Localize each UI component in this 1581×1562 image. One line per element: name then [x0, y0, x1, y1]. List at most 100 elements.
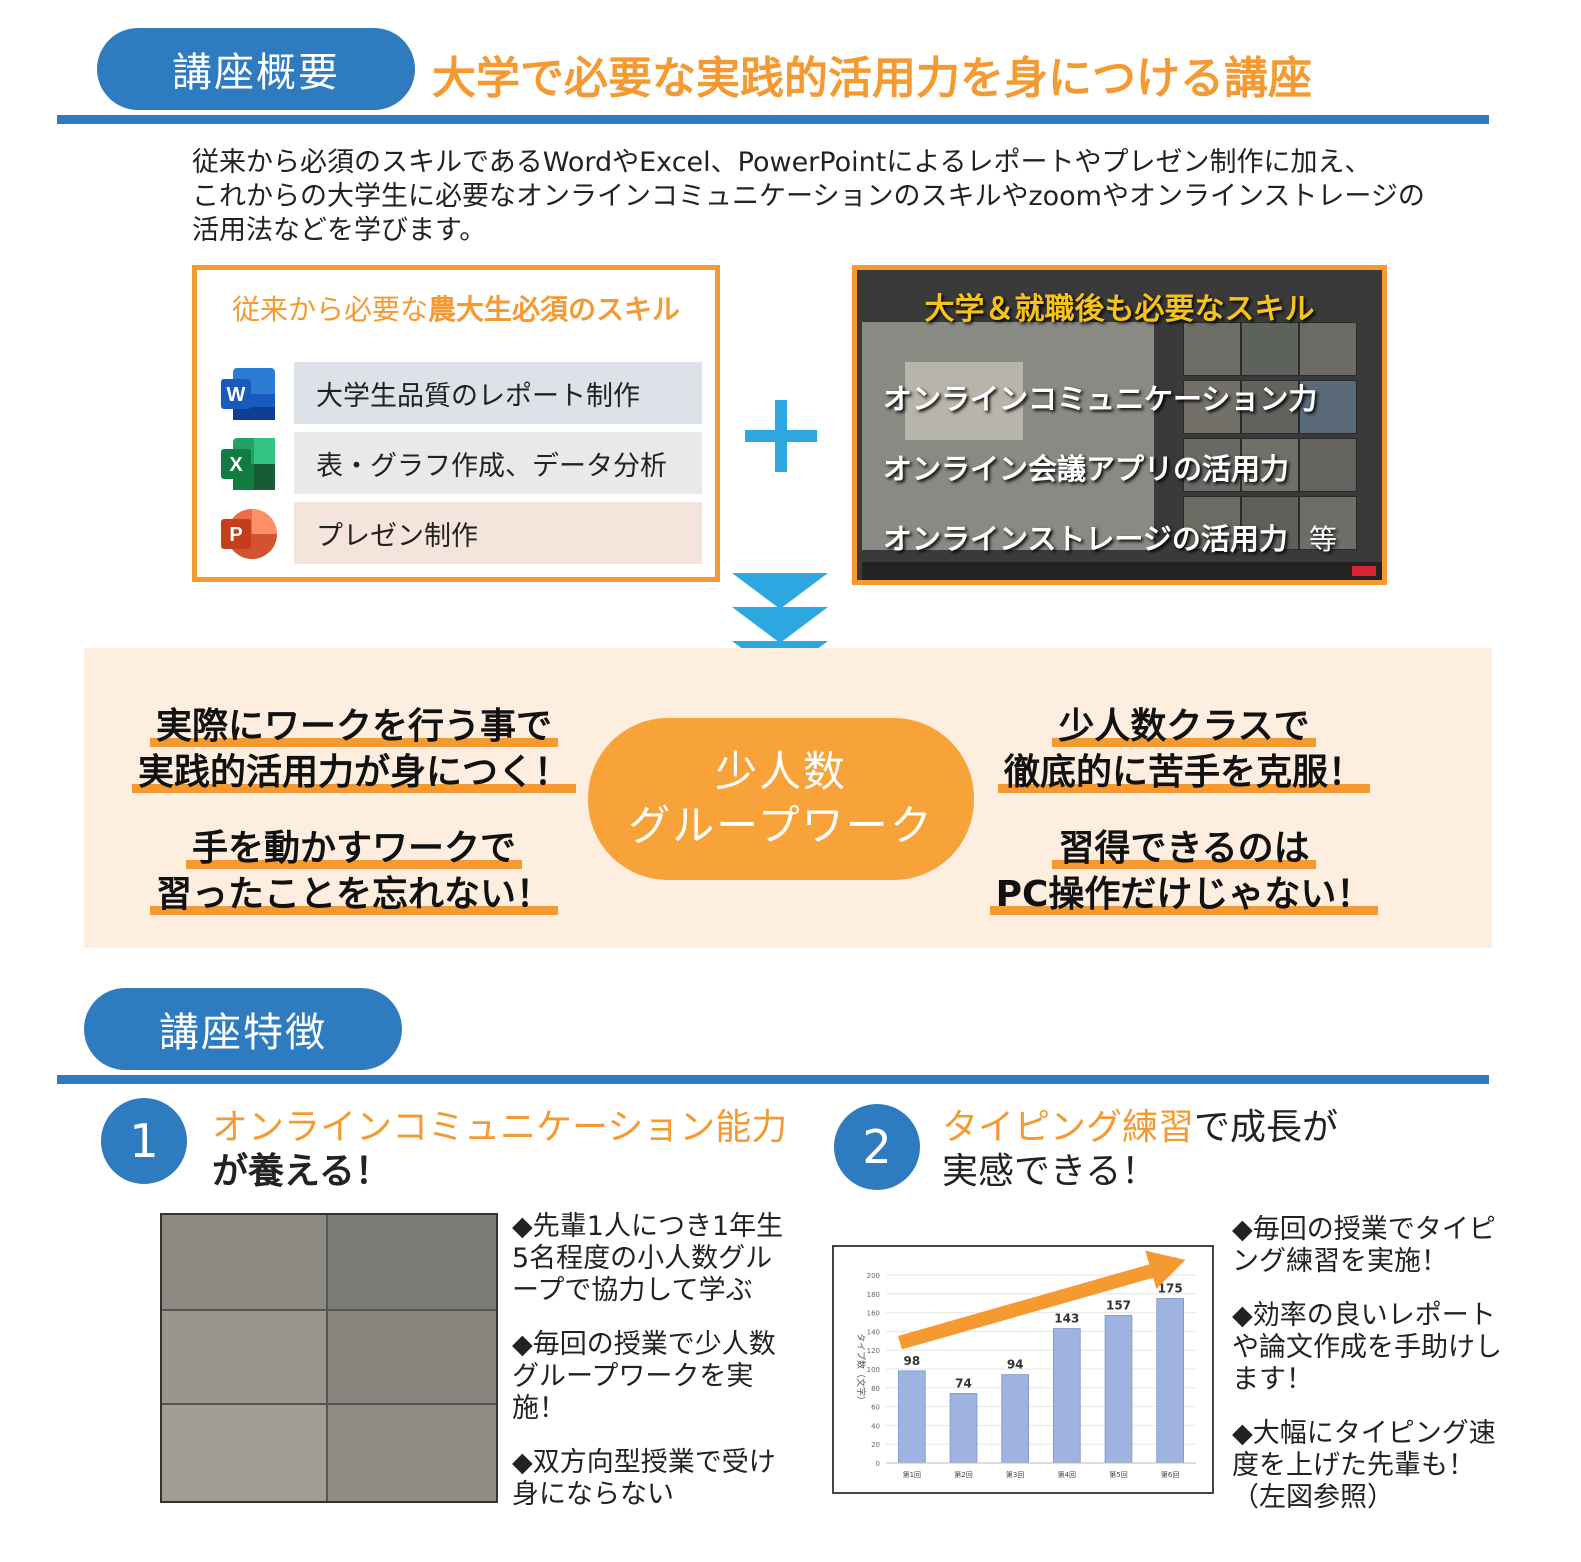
word-icon-letter: W [227, 384, 246, 406]
bar-value-label: 143 [1054, 1312, 1079, 1326]
video-tile [1241, 438, 1299, 492]
y-tick-label: 160 [867, 1310, 880, 1318]
intro-line-2: これからの大学生に必要なオンラインコミュニケーションのスキルやzoomやオンライ… [192, 181, 1425, 212]
participant-tile [328, 1405, 496, 1501]
participant-tile [328, 1311, 496, 1403]
participant-tile [162, 1405, 326, 1501]
x-tick-label: 第2回 [954, 1470, 972, 1479]
x-tick-label: 第1回 [903, 1470, 921, 1479]
skill-row-data: 表・グラフ作成、データ分析 [294, 432, 702, 494]
benefit-beyond-pc-line-2: PC操作だけじゃない！ [989, 874, 1379, 915]
excel-icon-letter: X [229, 454, 243, 476]
participant-tile [162, 1311, 326, 1403]
online-skill-communication: オンラインコミュニケーション力 [883, 382, 1318, 416]
y-tick-label: 140 [867, 1328, 880, 1336]
y-tick-label: 100 [867, 1366, 880, 1374]
video-tile [1299, 322, 1357, 376]
benefit-practical-line-2: 実践的活用力が身につく！ [131, 752, 576, 793]
features-divider [57, 1075, 1489, 1084]
benefit-hands-on-line-2: 習ったことを忘れない！ [149, 874, 558, 915]
overview-headline: 大学で必要な実践的活用力を身につける講座 [432, 53, 1312, 104]
y-tick-label: 20 [871, 1441, 880, 1449]
features-section-pill: 講座特徴 [84, 988, 402, 1070]
feature-2-title-orange: タイピング練習 [942, 1107, 1195, 1148]
video-tile [1241, 380, 1299, 434]
chart-bar [1001, 1374, 1030, 1464]
core-skills-title: 従来から必要な農大生必須のスキル [197, 288, 715, 328]
trend-arrow-head [1145, 1250, 1186, 1290]
benefit-practical-line-1: 実際にワークを行う事で [149, 706, 558, 747]
online-class-photo [160, 1213, 498, 1503]
skill-row-presentation: プレゼン制作 [294, 502, 702, 564]
video-tile [1183, 438, 1241, 492]
feature-2-title-plain: で成長が [1194, 1107, 1339, 1148]
y-tick-label: 60 [871, 1404, 880, 1412]
benefit-small-class-line-2: 徹底的に苦手を克服！ [997, 752, 1370, 793]
benefit-small-class-line-1: 少人数クラスで [1052, 706, 1316, 747]
overview-section-pill: 講座概要 [97, 28, 415, 110]
online-skill-storage: オンラインストレージの活用力 [883, 522, 1288, 556]
core-skills-title-bold: 農大生必須のスキル [428, 293, 681, 326]
video-tile [1299, 496, 1357, 550]
online-skills-box: 大学＆就職後も必要なスキル オンラインコミュニケーション力 オンライン会議アプリ… [852, 265, 1387, 585]
video-tile [1183, 322, 1241, 376]
benefits-banner: 実際にワークを行う事で 実践的活用力が身につく！ 手を動かすワークで 習ったこと… [84, 648, 1492, 948]
overview-divider [57, 115, 1489, 124]
y-axis-label: タイプ数（文字） [855, 1333, 867, 1405]
skill-row-report: 大学生品質のレポート制作 [294, 362, 702, 424]
feature-1-title: オンラインコミュニケーション能力 が養える！ [212, 1106, 787, 1194]
benefit-beyond-pc: 習得できるのは PC操作だけじゃない！ [984, 826, 1384, 918]
feature-1-bullets: ◆先輩1人につき1年生5名程度の小人数グループで協力して学ぶ ◆毎回の授業で少人… [512, 1211, 788, 1533]
feature-2-title-line-2: 実感できる！ [942, 1151, 1158, 1192]
y-tick-label: 0 [876, 1460, 880, 1468]
y-tick-label: 200 [867, 1272, 880, 1280]
feature-1-title-orange: オンラインコミュニケーション能力 [212, 1107, 788, 1148]
word-icon: W [219, 366, 277, 422]
powerpoint-icon: P [219, 506, 277, 562]
chart-bar [898, 1370, 926, 1464]
online-skills-title: 大学＆就職後も必要なスキル [924, 292, 1315, 327]
skill-label-data: 表・グラフ作成、データ分析 [316, 450, 667, 482]
y-tick-label: 180 [867, 1291, 880, 1299]
online-skill-suffix: 等 [1309, 523, 1338, 556]
feature-1-bullet-2: ◆毎回の授業で少人数グループワークを実施！ [512, 1329, 776, 1424]
x-tick-label: 第3回 [1006, 1470, 1024, 1479]
chart-bar [1104, 1315, 1133, 1464]
feature-2-title: タイピング練習で成長が 実感できる！ [942, 1106, 1338, 1194]
small-group-line-1: 少人数 [714, 747, 847, 796]
feature-2-bullet-1: ◆毎回の授業でタイピング練習を実施！ [1232, 1214, 1496, 1277]
core-skills-box: 従来から必要な農大生必須のスキル W 大学生品質のレポート制作 X 表・グラフ作… [192, 265, 720, 582]
benefit-small-class: 少人数クラスで 徹底的に苦手を克服！ [994, 704, 1374, 796]
small-group-line-2: グループワーク [628, 801, 934, 850]
online-skill-meeting-app: オンライン会議アプリの活用力 [883, 452, 1290, 486]
feature-2-bullet-3: ◆大幅にタイピング速度を上げた先輩も！（左図参照） [1232, 1418, 1496, 1513]
feature-1-number: 1 [101, 1098, 187, 1184]
video-tile [1299, 380, 1357, 434]
y-tick-label: 40 [871, 1422, 880, 1430]
feature-1-title-plain: が養える！ [212, 1151, 391, 1192]
video-tile [1299, 438, 1357, 492]
bar-value-label: 74 [955, 1376, 972, 1390]
bar-value-label: 98 [903, 1354, 920, 1368]
feature-2-bullets: ◆毎回の授業でタイピング練習を実施！ ◆効率の良いレポートや論文作成を手助けしま… [1232, 1214, 1510, 1536]
feature-1-bullet-1: ◆先輩1人につき1年生5名程度の小人数グループで協力して学ぶ [512, 1211, 784, 1306]
skill-label-presentation: プレゼン制作 [316, 520, 478, 552]
meeting-screenshot-slide-inner [905, 362, 1023, 440]
chart-bar [1052, 1328, 1081, 1464]
video-tile [1183, 496, 1241, 550]
intro-line-1: 従来から必須のスキルであるWordやExcel、PowerPointによるレポー… [192, 147, 1372, 178]
x-tick-label: 第5回 [1109, 1470, 1127, 1479]
feature-2-bullet-2: ◆効率の良いレポートや論文作成を手助けします！ [1232, 1300, 1502, 1395]
benefit-beyond-pc-line-1: 習得できるのは [1052, 828, 1316, 869]
feature-2-number: 2 [834, 1104, 920, 1190]
bar-value-label: 175 [1158, 1282, 1183, 1296]
chart-bar [1156, 1298, 1185, 1464]
benefit-practical: 実際にワークを行う事で 実践的活用力が身につく！ [124, 704, 584, 796]
bar-value-label: 157 [1106, 1298, 1131, 1312]
feature-1-bullet-3: ◆双方向型授業で受け身にならない [512, 1447, 776, 1510]
powerpoint-icon-letter: P [229, 524, 242, 546]
y-tick-label: 80 [871, 1385, 880, 1393]
video-tile [1183, 380, 1241, 434]
trend-arrow-shaft [898, 1262, 1158, 1350]
